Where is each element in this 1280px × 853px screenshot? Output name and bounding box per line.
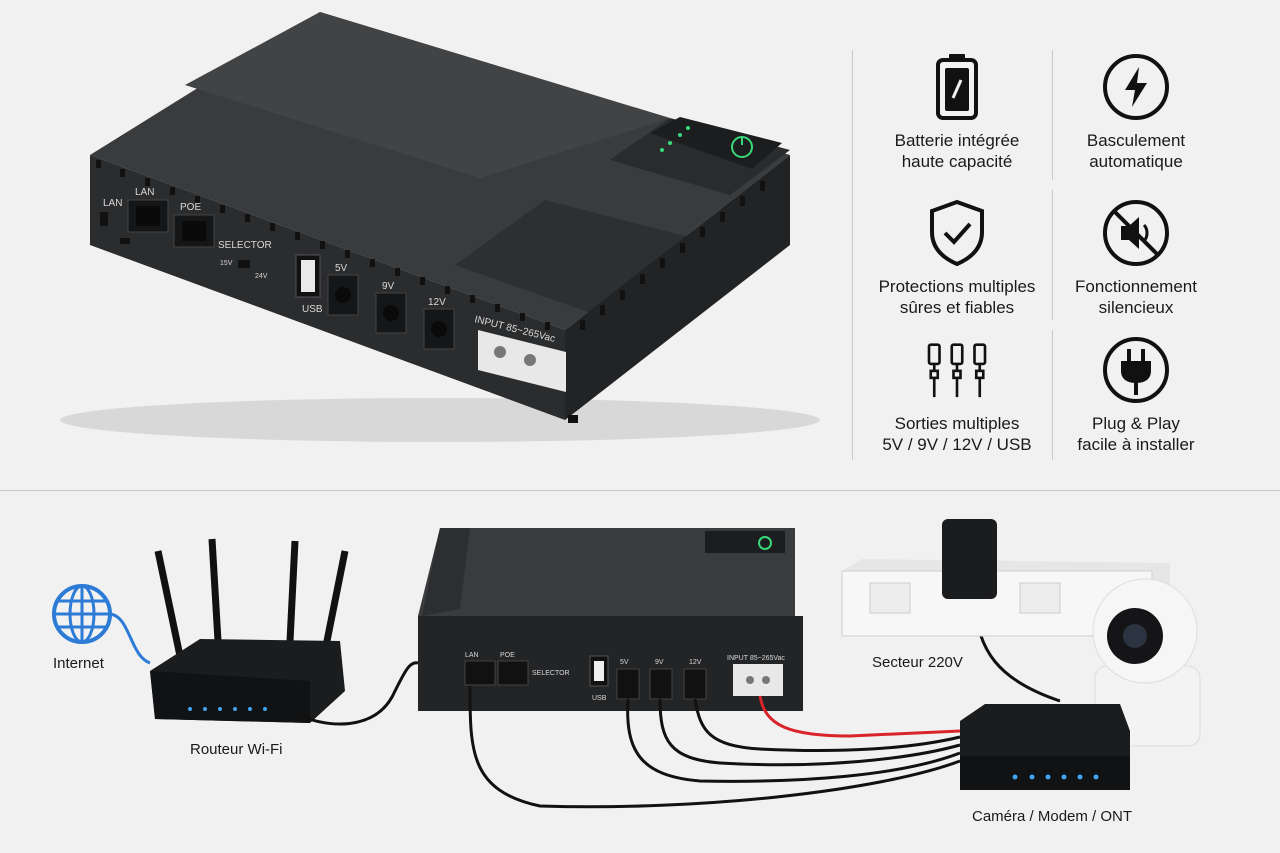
mains-label: Secteur 220V [872, 654, 963, 671]
feature-switch: Basculement automatique [1036, 52, 1236, 172]
diagram-5v-label: 5V [620, 659, 629, 666]
feature-outputs: Sorties multiples 5V / 9V / 12V / USB [857, 335, 1057, 455]
diagram-9v-label: 9V [655, 659, 664, 666]
feature-silent-line1: Fonctionnement [1075, 277, 1197, 296]
port-label-poe: POE [180, 202, 201, 213]
diagram-input-label: INPUT 85~265Vac [727, 655, 785, 662]
lightning-icon [1101, 52, 1171, 122]
router-label: Routeur Wi-Fi [190, 741, 283, 758]
ups-product-image: LAN LAN POE SELECTOR 15V 24V USB 5V 9V 1… [60, 12, 820, 442]
ups-diagram-image: LAN POE SELECTOR USB 5V 9V 12V INPUT 85~… [418, 528, 803, 711]
globe-icon [52, 584, 112, 644]
feature-protection-line1: Protections multiples [878, 277, 1036, 296]
port-label-lan-left: LAN [103, 198, 122, 209]
mute-icon [1101, 198, 1171, 268]
divider-mid-2 [1052, 190, 1053, 320]
diagram-12v-label: 12V [689, 659, 702, 666]
feature-battery-line1: Batterie intégrée [894, 131, 1020, 150]
selector-24v: 24V [255, 273, 268, 280]
port-label-12v: 12V [428, 297, 446, 308]
divider-mid-3 [1052, 330, 1053, 460]
feature-outputs-line2: 5V / 9V / 12V / USB [882, 435, 1032, 454]
cables-icon [922, 335, 992, 405]
feature-silent-line2: silencieux [1098, 298, 1174, 317]
feature-switch-line1: Basculement [1086, 131, 1186, 150]
camera-image [1092, 578, 1201, 747]
feature-plugplay-line2: facile à installer [1077, 435, 1195, 454]
diagram-lan-label: LAN [465, 652, 479, 659]
internet-label: Internet [53, 655, 104, 672]
selector-label: SELECTOR [218, 240, 272, 251]
devices-label: Caméra / Modem / ONT [972, 808, 1133, 825]
port-label-9v: 9V [382, 281, 395, 292]
feature-silent: Fonctionnement silencieux [1036, 198, 1236, 318]
port-label-usb: USB [302, 304, 323, 315]
feature-battery: Batterie intégrée haute capacité [857, 52, 1057, 172]
diagram-selector-label: SELECTOR [532, 670, 570, 677]
diagram-poe-label: POE [500, 652, 515, 659]
port-label-lan: LAN [135, 187, 154, 198]
setup-diagram: LAN POE SELECTOR USB 5V 9V 12V INPUT 85~… [52, 519, 1201, 809]
feature-plugplay: Plug & Play facile à installer [1036, 335, 1236, 455]
shield-check-icon [922, 198, 992, 268]
feature-switch-line2: automatique [1089, 152, 1183, 171]
plug-icon [1101, 335, 1171, 405]
selector-15v: 15V [220, 260, 233, 267]
divider-mid-1 [1052, 50, 1053, 180]
feature-battery-line2: haute capacité [901, 152, 1013, 171]
router-image [150, 538, 349, 723]
divider-left [852, 50, 853, 460]
feature-outputs-line1: Sorties multiples [894, 414, 1020, 433]
diagram-usb-label: USB [592, 695, 607, 702]
feature-protection: Protections multiples sûres et fiables [857, 198, 1057, 318]
hub-image [960, 704, 1130, 790]
feature-protection-line2: sûres et fiables [899, 298, 1015, 317]
feature-plugplay-line1: Plug & Play [1092, 414, 1180, 433]
section-divider [0, 490, 1280, 491]
battery-icon [922, 52, 992, 122]
port-label-5v: 5V [335, 263, 348, 274]
